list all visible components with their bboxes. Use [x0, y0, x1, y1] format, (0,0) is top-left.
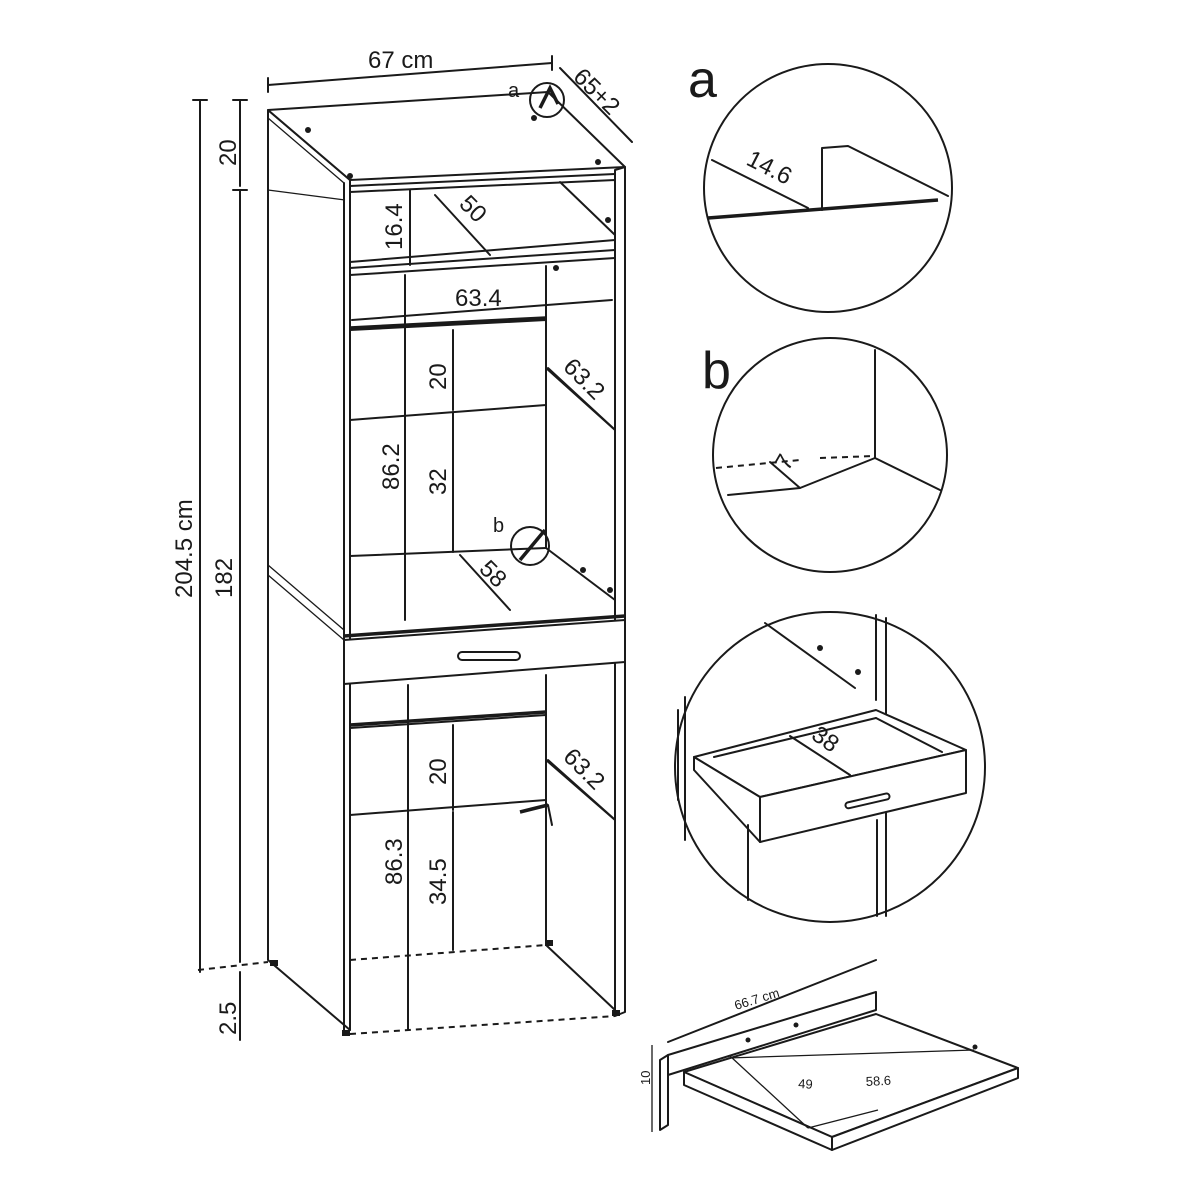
callout-circle-a: [529, 82, 565, 118]
shelf-inner: 49: [798, 1076, 813, 1092]
dim-lower-opening: 34.5: [425, 858, 452, 905]
cabinet-body: [197, 91, 626, 1036]
upper-flap-door: [349, 319, 547, 421]
dim-lower-door-depth: 63.2: [558, 743, 610, 795]
dim-inner-width: 63.4: [455, 285, 502, 312]
shelf-width: 66.7 cm: [732, 985, 781, 1013]
dim-shelf-depth: 58: [474, 555, 512, 593]
dim-upper-flap: 20: [425, 363, 452, 390]
dim-foot-height: 2.5: [215, 1002, 242, 1035]
dim-body-height: 182: [211, 558, 238, 598]
shelf-height: 10: [638, 1071, 653, 1085]
drawer-detail-handle: [844, 792, 891, 810]
shelf-detail: 66.7 cm 10 49 58.6: [638, 959, 1019, 1151]
drawer-handle: [457, 651, 521, 661]
dim-upper-height: 86.2: [378, 443, 405, 490]
shelf-depth: 58.6: [865, 1073, 891, 1089]
detail-b-label: b: [702, 342, 731, 400]
dim-width: 67 cm: [368, 47, 433, 74]
dim-top-height: 20: [215, 139, 242, 166]
detail-drawer: 38: [674, 611, 986, 923]
shelf-board: [683, 1013, 1019, 1138]
dim-total-height: 204.5 cm: [171, 499, 198, 598]
dim-upper-door-depth: 63.2: [558, 353, 610, 405]
top-niche: [349, 179, 616, 263]
detail-b: b 7: [702, 337, 948, 573]
detail-a: a 14.6: [688, 51, 953, 313]
right-side-panel: [614, 166, 626, 1017]
callout-b-label: b: [493, 515, 504, 537]
dim-lower-height: 86.3: [381, 838, 408, 885]
detail-b-circle: [712, 337, 948, 573]
detail-a-measure: 14.6: [742, 145, 796, 190]
dim-lower-flap: 20: [425, 758, 452, 785]
callout-a-label: a: [508, 80, 520, 102]
detail-drawer-circle: [674, 611, 986, 923]
dimension-lines: [192, 55, 633, 1041]
lower-flap-door: [349, 714, 547, 816]
dim-top-niche-height: 16.4: [381, 203, 408, 250]
left-side-panel: [267, 109, 351, 1031]
detail-a-label: a: [688, 51, 717, 109]
dim-depth: 65+2: [568, 63, 625, 120]
callout-circle-b: [510, 526, 550, 566]
dim-upper-opening: 32: [425, 468, 452, 495]
detail-b-measure: 7: [770, 450, 800, 475]
detail-a-circle: [703, 63, 953, 313]
